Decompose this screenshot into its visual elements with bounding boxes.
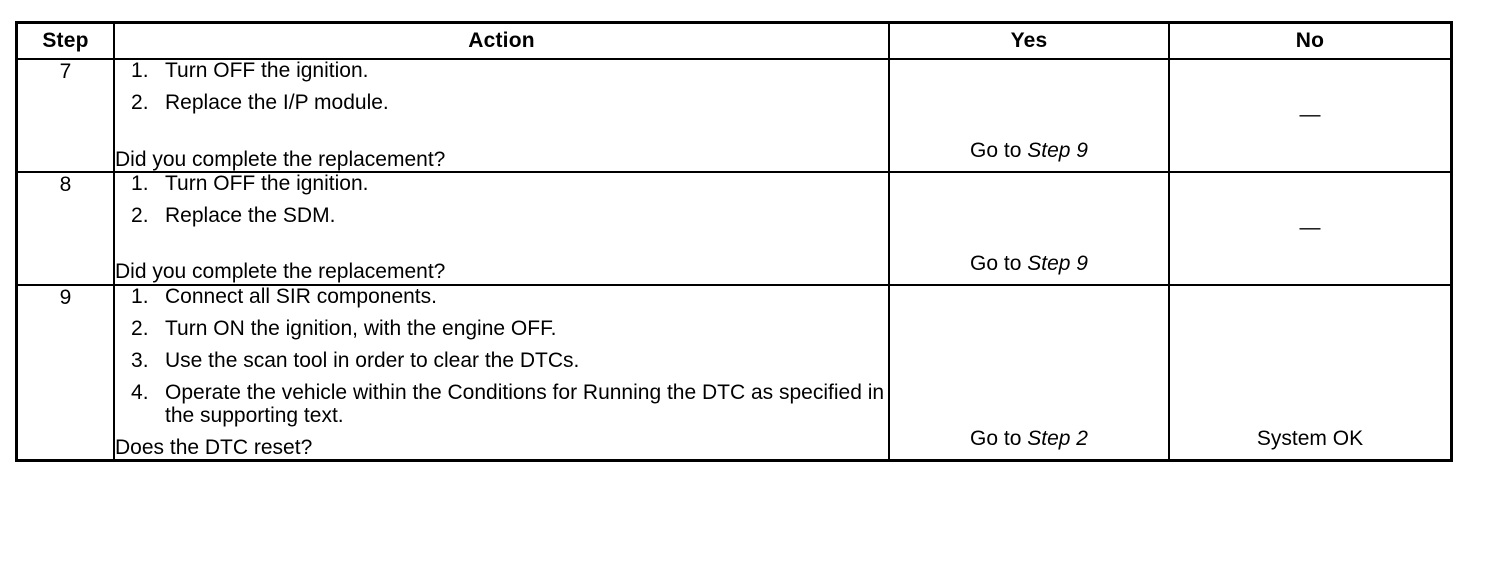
action-step-list: Turn OFF the ignition. Replace the SDM. — [115, 171, 888, 228]
action-step-item: Connect all SIR components. — [131, 284, 437, 308]
yes-step-reference: Step 2 — [1027, 427, 1088, 450]
table-header: Step Action Yes No — [16, 22, 1452, 60]
action-step-item: Replace the I/P module. — [131, 91, 389, 115]
column-header-step: Step — [16, 22, 115, 60]
action-cell: Turn OFF the ignition. Replace the I/P m… — [113, 58, 890, 173]
column-header-no: No — [1168, 22, 1452, 60]
yes-step-reference: Step 9 — [1027, 251, 1088, 275]
action-step-item: Turn OFF the ignition. — [131, 59, 369, 82]
yes-prefix: Go to — [970, 138, 1028, 162]
action-cell: Connect all SIR components. Turn ON the … — [113, 283, 890, 461]
action-question: Does the DTC reset? — [115, 435, 313, 459]
yes-step-reference: Step 9 — [1027, 138, 1088, 162]
step-number-cell: 7 — [16, 58, 115, 173]
yes-prefix: Go to — [970, 251, 1028, 275]
action-step-item: Operate the vehicle within the Condition… — [131, 381, 885, 427]
action-cell: Turn OFF the ignition. Replace the SDM. … — [113, 170, 890, 286]
table-row: 7 Turn OFF the ignition. Replace the I/P… — [16, 58, 1452, 173]
table-row: 8 Turn OFF the ignition. Replace the SDM… — [16, 170, 1452, 286]
yes-cell: Go to Step 2 — [888, 283, 1170, 461]
em-dash-icon: — — [1299, 103, 1321, 127]
table-header-row: Step Action Yes No — [16, 22, 1452, 60]
action-step-item: Use the scan tool in order to clear the … — [131, 349, 580, 372]
action-question: Did you complete the replacement? — [115, 260, 446, 284]
action-step-list: Connect all SIR components. Turn ON the … — [115, 284, 888, 427]
table-body: 7 Turn OFF the ignition. Replace the I/P… — [16, 58, 1452, 461]
spacer — [115, 227, 888, 261]
action-question: Did you complete the replacement? — [115, 147, 446, 171]
step-number-cell: 9 — [16, 283, 115, 461]
action-step-item: Replace the SDM. — [131, 204, 336, 227]
yes-prefix: Go to — [970, 427, 1028, 450]
column-header-yes: Yes — [888, 22, 1170, 60]
no-cell: — — [1168, 58, 1452, 173]
step-number-cell: 8 — [16, 170, 115, 286]
action-step-item: Turn OFF the ignition. — [131, 171, 369, 195]
spacer — [115, 115, 888, 149]
no-cell: — — [1168, 170, 1452, 286]
yes-cell: Go to Step 9 — [888, 170, 1170, 286]
diagnostic-table: Step Action Yes No 7 Turn OFF the igniti… — [15, 21, 1453, 462]
column-header-action: Action — [113, 22, 890, 60]
no-cell: System OK — [1168, 283, 1452, 461]
em-dash-icon: — — [1299, 216, 1321, 240]
yes-cell: Go to Step 9 — [888, 58, 1170, 173]
action-step-item: Turn ON the ignition, with the engine OF… — [131, 316, 557, 340]
table-row: 9 Connect all SIR components. Turn ON th… — [16, 283, 1452, 461]
action-step-list: Turn OFF the ignition. Replace the I/P m… — [115, 59, 888, 115]
